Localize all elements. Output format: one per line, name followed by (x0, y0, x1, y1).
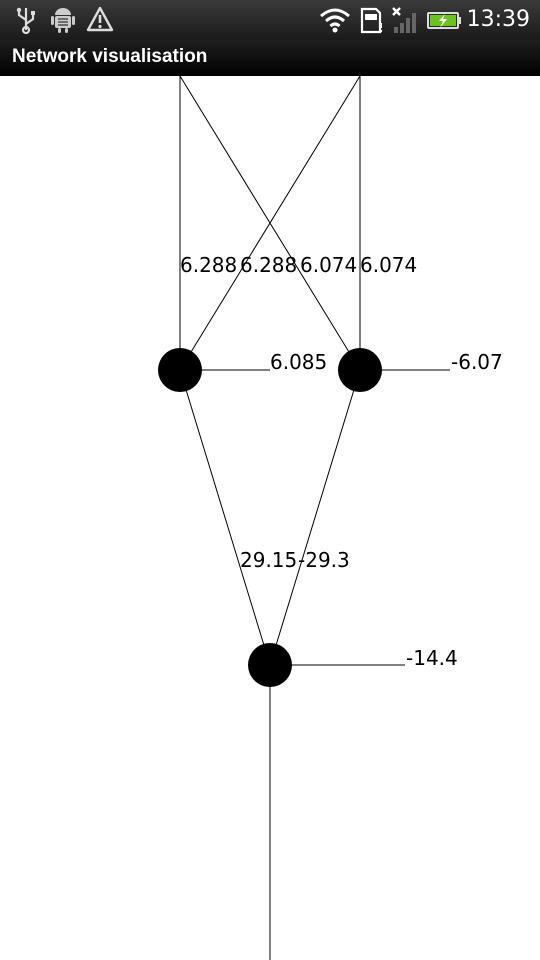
weight-label-in2-h2: 6.074 (360, 253, 418, 277)
clock: 13:39 (466, 7, 530, 32)
weight-label-in2-h1: 6.288 (240, 253, 298, 277)
battery-icon (427, 12, 461, 29)
hidden-neuron-1 (158, 348, 202, 392)
app-title-bar: Network visualisation (0, 40, 540, 76)
network-diagram (158, 76, 450, 960)
bias-label-out: -14.4 (406, 646, 458, 670)
bias-label-h1: 6.085 (270, 350, 328, 374)
signal-icon (392, 7, 416, 33)
status-bar: 13:39 (0, 0, 540, 40)
wifi-icon (320, 8, 350, 33)
output-neuron (248, 643, 292, 687)
weight-label-h2-out: -29.3 (298, 548, 350, 572)
hidden-neuron-2 (338, 348, 382, 392)
weight-label-in1-h1: 6.288 (180, 253, 238, 277)
sd-card-icon (360, 7, 383, 34)
warning-icon (86, 6, 114, 32)
bias-label-h2: -6.07 (451, 350, 503, 374)
weight-label-in1-h2: 6.074 (300, 253, 358, 277)
weight-label-h1-out: 29.15 (240, 548, 298, 572)
usb-icon (16, 7, 35, 34)
edge-in1-h2 (179, 76, 361, 371)
edge-h1-out (179, 369, 271, 666)
android-debug-icon (51, 8, 75, 33)
edge-h2-out (269, 369, 361, 666)
network-canvas: 6.288 6.288 6.074 6.074 6.085 -6.07 29.1… (0, 76, 540, 960)
app-title: Network visualisation (12, 46, 208, 67)
